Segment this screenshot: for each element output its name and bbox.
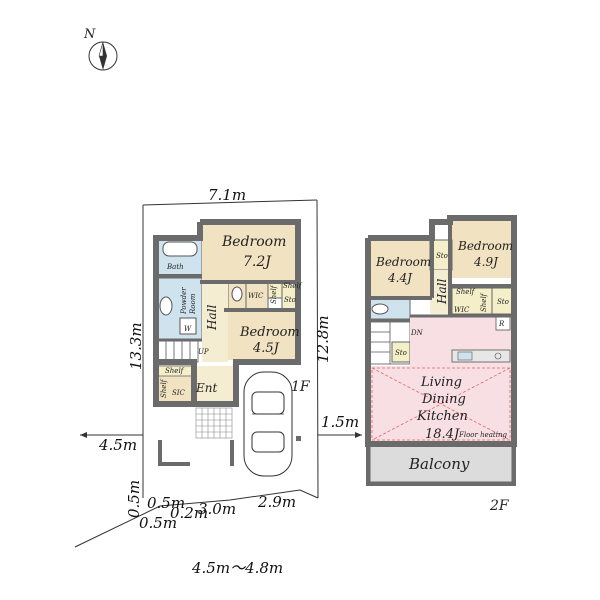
floor-2-label: 2F	[489, 498, 510, 514]
floor-heating-label: Floor heating	[458, 431, 507, 439]
shelf-label-b: Shelf	[283, 282, 303, 290]
dim-frontage-range: 4.5m～4.8m	[191, 559, 283, 577]
wic-2f-label: WIC	[454, 306, 470, 314]
ldk-line1: Living	[420, 375, 462, 390]
dim-right-road: 1.5m	[321, 413, 359, 431]
bedroom-b-size: 4.9J	[473, 255, 499, 269]
balcony-label: Balcony	[408, 455, 470, 473]
bedroom-main-size: 7.2J	[243, 254, 272, 270]
site-boundary	[74, 199, 362, 548]
sto-b-label: Sto	[497, 298, 509, 306]
bedroom-small-size: 4.5J	[252, 341, 280, 356]
shelf-label-d: Shelf	[160, 378, 168, 398]
wic-label: WIC	[248, 292, 264, 300]
bedroom-b-name: Bedroom	[457, 239, 513, 253]
up-label: UP	[198, 348, 209, 356]
dim-left-road: 4.5m	[98, 436, 137, 454]
powder-label-a: Powder	[180, 287, 188, 315]
hall-2f-label: Hall	[435, 279, 449, 305]
ldk-size: 18.4J	[425, 427, 460, 442]
dim-bottom-mid: 3.0m	[198, 500, 236, 518]
dim-bottom-left-a: 0.5m	[125, 480, 143, 518]
compass-north-label: N	[83, 27, 96, 42]
parked-car-icon	[243, 371, 293, 477]
down-label: DN	[410, 329, 424, 337]
powder-label-b: Room	[189, 293, 197, 315]
shelf-2f-label-b: Shelf	[480, 292, 488, 312]
floor-1-label: 1F	[291, 379, 311, 395]
ldk-line3: Kitchen	[416, 409, 468, 424]
ldk-line2: Dining	[421, 392, 466, 407]
storage-label: Sto	[284, 296, 296, 304]
hall-label: Hall	[205, 305, 219, 331]
shelf-label-a: Shelf	[270, 284, 278, 304]
shelf-label-c: Shelf	[165, 367, 185, 375]
washer-label: W	[184, 325, 192, 333]
bedroom-small-name: Bedroom	[239, 325, 300, 340]
dim-bottom-left-c: 0.5m	[139, 514, 177, 532]
compass-icon: N	[83, 27, 118, 71]
dim-top-width: 7.1m	[208, 186, 246, 204]
sto-a-label: Sto	[436, 252, 448, 260]
floor-1-plan: Bedroom 7.2J Bedroom 4.5J Bath Powder Ro…	[153, 219, 311, 477]
bedroom-a-size: 4.4J	[387, 271, 413, 285]
entrance-label: Ent	[195, 381, 217, 395]
dim-right-height: 12.8m	[314, 315, 332, 363]
sic-label: SIC	[172, 389, 186, 397]
floor-2-plan: Bedroom 4.4J Bedroom 4.9J Sto Hall Shelf…	[365, 215, 517, 514]
shelf-2f-label-a: Shelf	[456, 288, 476, 296]
bedroom-main-name: Bedroom	[221, 234, 286, 250]
dim-left-height: 13.3m	[127, 322, 145, 370]
dimension-labels: 7.1m 13.3m 12.8m 4.5m 1.5m 0.5m 0.5m 0.5…	[98, 186, 359, 577]
dim-bottom-left-b: 0.5m	[147, 494, 185, 512]
dim-bottom-right: 2.9m	[257, 493, 296, 511]
bedroom-a-name: Bedroom	[375, 255, 431, 269]
dim-bottom-left-d: 0.2m	[170, 504, 208, 522]
refrigerator-label: R	[498, 320, 505, 328]
sto-c-label: Sto	[395, 349, 407, 357]
bath-label: Bath	[166, 263, 184, 271]
